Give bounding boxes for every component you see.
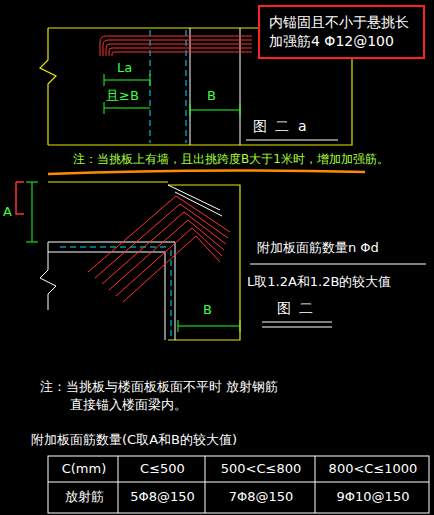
table-cell: C(mm) bbox=[49, 461, 119, 477]
figure-title: 图 二 a bbox=[252, 118, 309, 135]
dimension-label: A bbox=[2, 204, 13, 220]
callout-text: L取1.2A和1.2B的较大值 bbox=[246, 274, 392, 290]
dimension-lines bbox=[26, 182, 240, 332]
figure-title: 图 二 bbox=[276, 300, 316, 317]
table-grid bbox=[48, 456, 429, 513]
slab-outline bbox=[48, 182, 240, 340]
dimension-label: La bbox=[116, 60, 133, 76]
note-text: 注：当挑板上有墙，且出挑跨度B大于1米时，增加加强筋。 bbox=[72, 152, 390, 166]
table-cell: 7Φ8@150 bbox=[206, 489, 316, 505]
note-text: 注：当挑板与楼面板板面不平时 放射钢筋直接锚入楼面梁内。 bbox=[40, 378, 287, 414]
table-title: 附加板面筋数量(C取A和B的较大值) bbox=[30, 432, 238, 448]
dimension-label: B bbox=[206, 88, 217, 104]
table-cell: 800<C≤1000 bbox=[316, 461, 430, 477]
beam-lines bbox=[190, 28, 240, 145]
callout-text: 附加板面筋数量n Φd bbox=[256, 240, 380, 256]
dimension-label: 且≥B bbox=[105, 88, 140, 104]
table-cell: C≤500 bbox=[119, 461, 206, 477]
table-cell: 5Φ8@150 bbox=[119, 489, 206, 505]
rebar-lines bbox=[100, 36, 252, 56]
dimension-label: B bbox=[202, 302, 213, 318]
table-cell: 放射筋 bbox=[49, 489, 119, 505]
radial-rebars bbox=[88, 196, 230, 302]
table-cell: 9Φ10@150 bbox=[316, 489, 430, 505]
box-text: 内锚固且不小于悬挑长 加强筋4 Φ12@100 bbox=[269, 13, 413, 51]
note-box: 内锚固且不小于悬挑长 加强筋4 Φ12@100 bbox=[258, 5, 425, 59]
table-cell: 500<C≤800 bbox=[206, 461, 316, 477]
note-underline bbox=[48, 170, 365, 174]
figure-underline bbox=[246, 140, 338, 141]
dimension-lines bbox=[104, 74, 240, 116]
axis-lines bbox=[150, 30, 186, 143]
bracket bbox=[16, 182, 24, 214]
